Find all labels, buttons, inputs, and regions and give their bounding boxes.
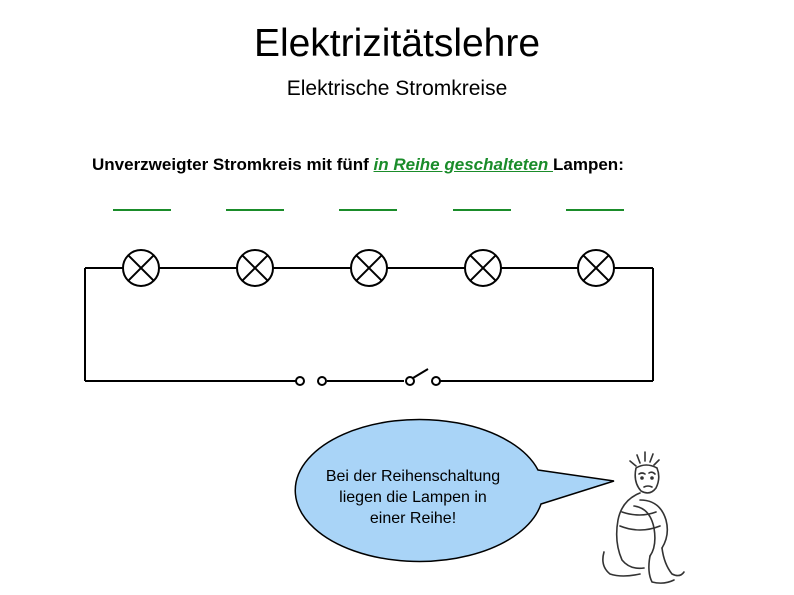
speech-bubble-line-1: Bei der Reihenschaltung xyxy=(325,468,501,485)
lamp-4-icon xyxy=(464,249,502,287)
lamp-label-blank-3[interactable] xyxy=(339,209,397,211)
lamp-label-blank-2[interactable] xyxy=(226,209,284,211)
speech-bubble-line-2: liegen die Lampen in xyxy=(339,489,487,506)
sitting-person-icon xyxy=(602,451,685,584)
battery-terminal-icon xyxy=(295,376,327,386)
lamp-label-blank-5[interactable] xyxy=(566,209,624,211)
heading-suffix: Lampen: xyxy=(553,155,624,174)
lamp-1-icon xyxy=(122,249,160,287)
lamp-3-icon xyxy=(350,249,388,287)
heading-highlight: in Reihe geschalteten xyxy=(373,155,554,174)
page-subtitle: Elektrische Stromkreise xyxy=(286,77,508,100)
circuit-wires xyxy=(84,267,654,382)
lamp-label-blank-1[interactable] xyxy=(113,209,171,211)
page-title: Elektrizitätslehre xyxy=(253,22,541,65)
speech-bubble-line-3: einer Reihe! xyxy=(369,510,457,527)
lamp-label-blank-4[interactable] xyxy=(453,209,511,211)
lamp-5-icon xyxy=(577,249,615,287)
speech-bubble xyxy=(294,418,615,563)
lamp-2-icon xyxy=(236,249,274,287)
circuit-heading: Unverzweigter Stromkreis mit fünf in Rei… xyxy=(92,154,624,176)
heading-prefix: Unverzweigter Stromkreis mit fünf xyxy=(92,155,374,174)
switch-icon[interactable] xyxy=(405,368,441,386)
speech-bubble-text: Bei der Reihenschaltung liegen die Lampe… xyxy=(300,466,526,529)
